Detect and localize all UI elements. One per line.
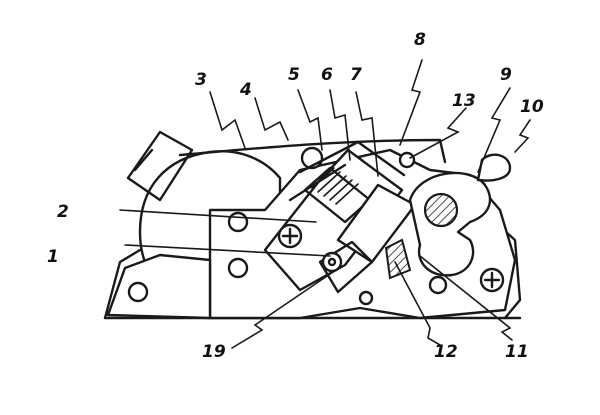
lower-pivots	[358, 275, 448, 306]
pivot-holes	[227, 146, 324, 279]
label-11: 11	[505, 342, 529, 362]
label-1: 1	[47, 247, 59, 267]
label-13: 13	[452, 91, 476, 111]
label-10: 10	[520, 97, 544, 117]
label-9: 9	[500, 65, 512, 85]
label-2: 2	[57, 202, 69, 222]
label-8: 8	[414, 30, 426, 50]
left-foot	[106, 253, 212, 320]
lever-10	[476, 153, 512, 182]
screw-left	[277, 223, 303, 249]
label-7: 7	[350, 65, 362, 85]
label-3: 3	[195, 70, 207, 90]
screw-right	[479, 267, 505, 293]
label-12: 12	[434, 342, 458, 362]
part-labels: 1 2 3 4 5 6 7 8 9 10 11 12 13 19	[47, 30, 544, 362]
pin-19	[321, 251, 343, 273]
label-19: 19	[202, 342, 226, 362]
pin-13	[398, 151, 416, 169]
label-4: 4	[239, 80, 252, 100]
leader-lines	[119, 59, 531, 349]
label-6: 6	[321, 65, 333, 85]
wedge-12	[384, 238, 412, 280]
top-cover	[178, 138, 447, 164]
label-5: 5	[288, 65, 300, 85]
hook-cam	[408, 171, 492, 277]
